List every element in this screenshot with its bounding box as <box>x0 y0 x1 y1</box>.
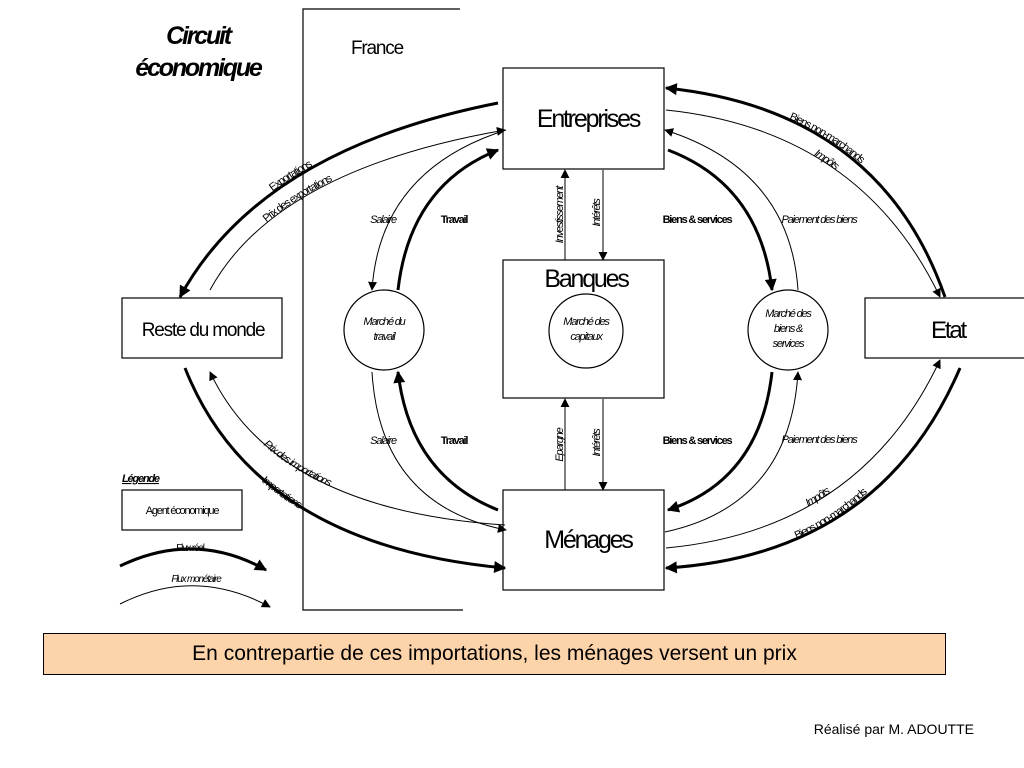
diagram-title-line2: économique <box>135 54 263 82</box>
banques-label: Banques <box>544 265 629 293</box>
label-importations-path: Importations <box>259 474 306 511</box>
entreprises-label: Entreprises <box>537 105 641 133</box>
label-epargne: Epargne <box>554 427 566 461</box>
legend-flux-monetaire-label: Flux monétaire <box>171 574 222 585</box>
flux-prix-exportations <box>209 126 506 291</box>
marche-capitaux-label-2: capitaux <box>570 331 603 343</box>
flux-biens-services-top <box>667 148 777 292</box>
label-travail-bottom: Travail <box>441 435 469 447</box>
label-paiement-bottom: Paiement des biens <box>781 434 858 446</box>
flux-importations <box>183 367 507 573</box>
marche-biens-label-3: services <box>773 338 805 350</box>
label-biens-services-bottom: Biens & services <box>663 435 733 447</box>
flux-impots-bottom <box>665 359 941 549</box>
label-paiement-top: Paiement des biens <box>781 214 858 226</box>
marche-travail-label-2: travail <box>374 331 397 343</box>
entreprises-box <box>502 67 665 170</box>
label-impots-top: Impôts <box>812 147 842 173</box>
label-biens-non-marchands-bottom: Biens non-marchands <box>793 485 870 541</box>
legend-flux-reel-arrow <box>119 547 268 572</box>
menages-box <box>502 489 665 591</box>
flux-paiement-bottom <box>664 371 803 533</box>
label-interets-bottom: Intérêts <box>591 428 603 457</box>
caption-banner: En contrepartie de ces importations, les… <box>43 633 946 675</box>
legend-flux-monetaire-arrow <box>119 585 271 608</box>
label-investissement: Investissement <box>554 185 566 244</box>
label-impots-top-path: Impôts <box>812 147 843 173</box>
reste-du-monde-label: Reste du monde <box>142 320 265 341</box>
country-label: France <box>351 38 404 59</box>
caption-text: En contrepartie de ces importations, les… <box>192 642 797 665</box>
etat-box <box>864 297 1024 359</box>
flux-impots-top <box>665 109 941 298</box>
marche-capitaux-label-1: Marché des <box>563 316 610 328</box>
label-biens-services-top: Biens & services <box>663 214 733 226</box>
reste-du-monde-box <box>121 297 283 359</box>
legend-agent-box <box>121 489 243 531</box>
marche-capitaux-circle <box>548 293 624 369</box>
marche-biens-label-2: biens & <box>774 323 803 335</box>
label-salaire-top: Salaire <box>370 214 397 226</box>
legend-title: Légende <box>122 473 160 485</box>
france-boundary <box>302 8 463 611</box>
label-impots-bottom-path: Impôts <box>804 485 835 510</box>
menages-label: Ménages <box>544 526 633 554</box>
flux-prix-importations <box>209 371 506 526</box>
label-impots-bottom: Impôts <box>804 485 833 510</box>
flux-travail-top <box>396 148 500 291</box>
marche-biens-label-1: Marché des <box>765 308 812 320</box>
flux-exportations <box>178 101 499 299</box>
legend-flux-reel-label: Flux réel <box>176 543 205 554</box>
flux-biens-non-marchands-bottom <box>664 367 962 574</box>
etat-label: Etat <box>931 317 967 344</box>
flux-biens-non-marchands-top <box>664 83 947 298</box>
label-prix-exportations-path: Prix des exportations <box>261 172 336 225</box>
flux-salaire-bottom <box>371 371 507 533</box>
label-bnm-bottom-path: Biens non-marchands <box>793 485 872 541</box>
label-prix-exportations: Prix des exportations <box>261 172 335 225</box>
flux-biens-services-bottom <box>666 371 774 513</box>
marche-travail-label-1: Marché du <box>363 316 405 328</box>
diagram-title-line1: Circuit <box>166 22 234 50</box>
author-credit: Réalisé par M. ADOUTTE <box>813 721 974 737</box>
legend-agent-label: Agent économique <box>146 505 220 517</box>
flux-salaire-top <box>368 129 507 291</box>
flux-travail-bottom <box>393 370 499 512</box>
marche-biens-circle <box>747 289 829 371</box>
flux-paiement-top <box>664 128 799 291</box>
label-travail-top: Travail <box>441 214 469 226</box>
label-salaire-bottom: Salaire <box>370 435 397 447</box>
label-interets-top: Intérêts <box>591 198 603 227</box>
marche-travail-circle <box>343 289 425 371</box>
label-importations: Importations <box>259 474 304 511</box>
